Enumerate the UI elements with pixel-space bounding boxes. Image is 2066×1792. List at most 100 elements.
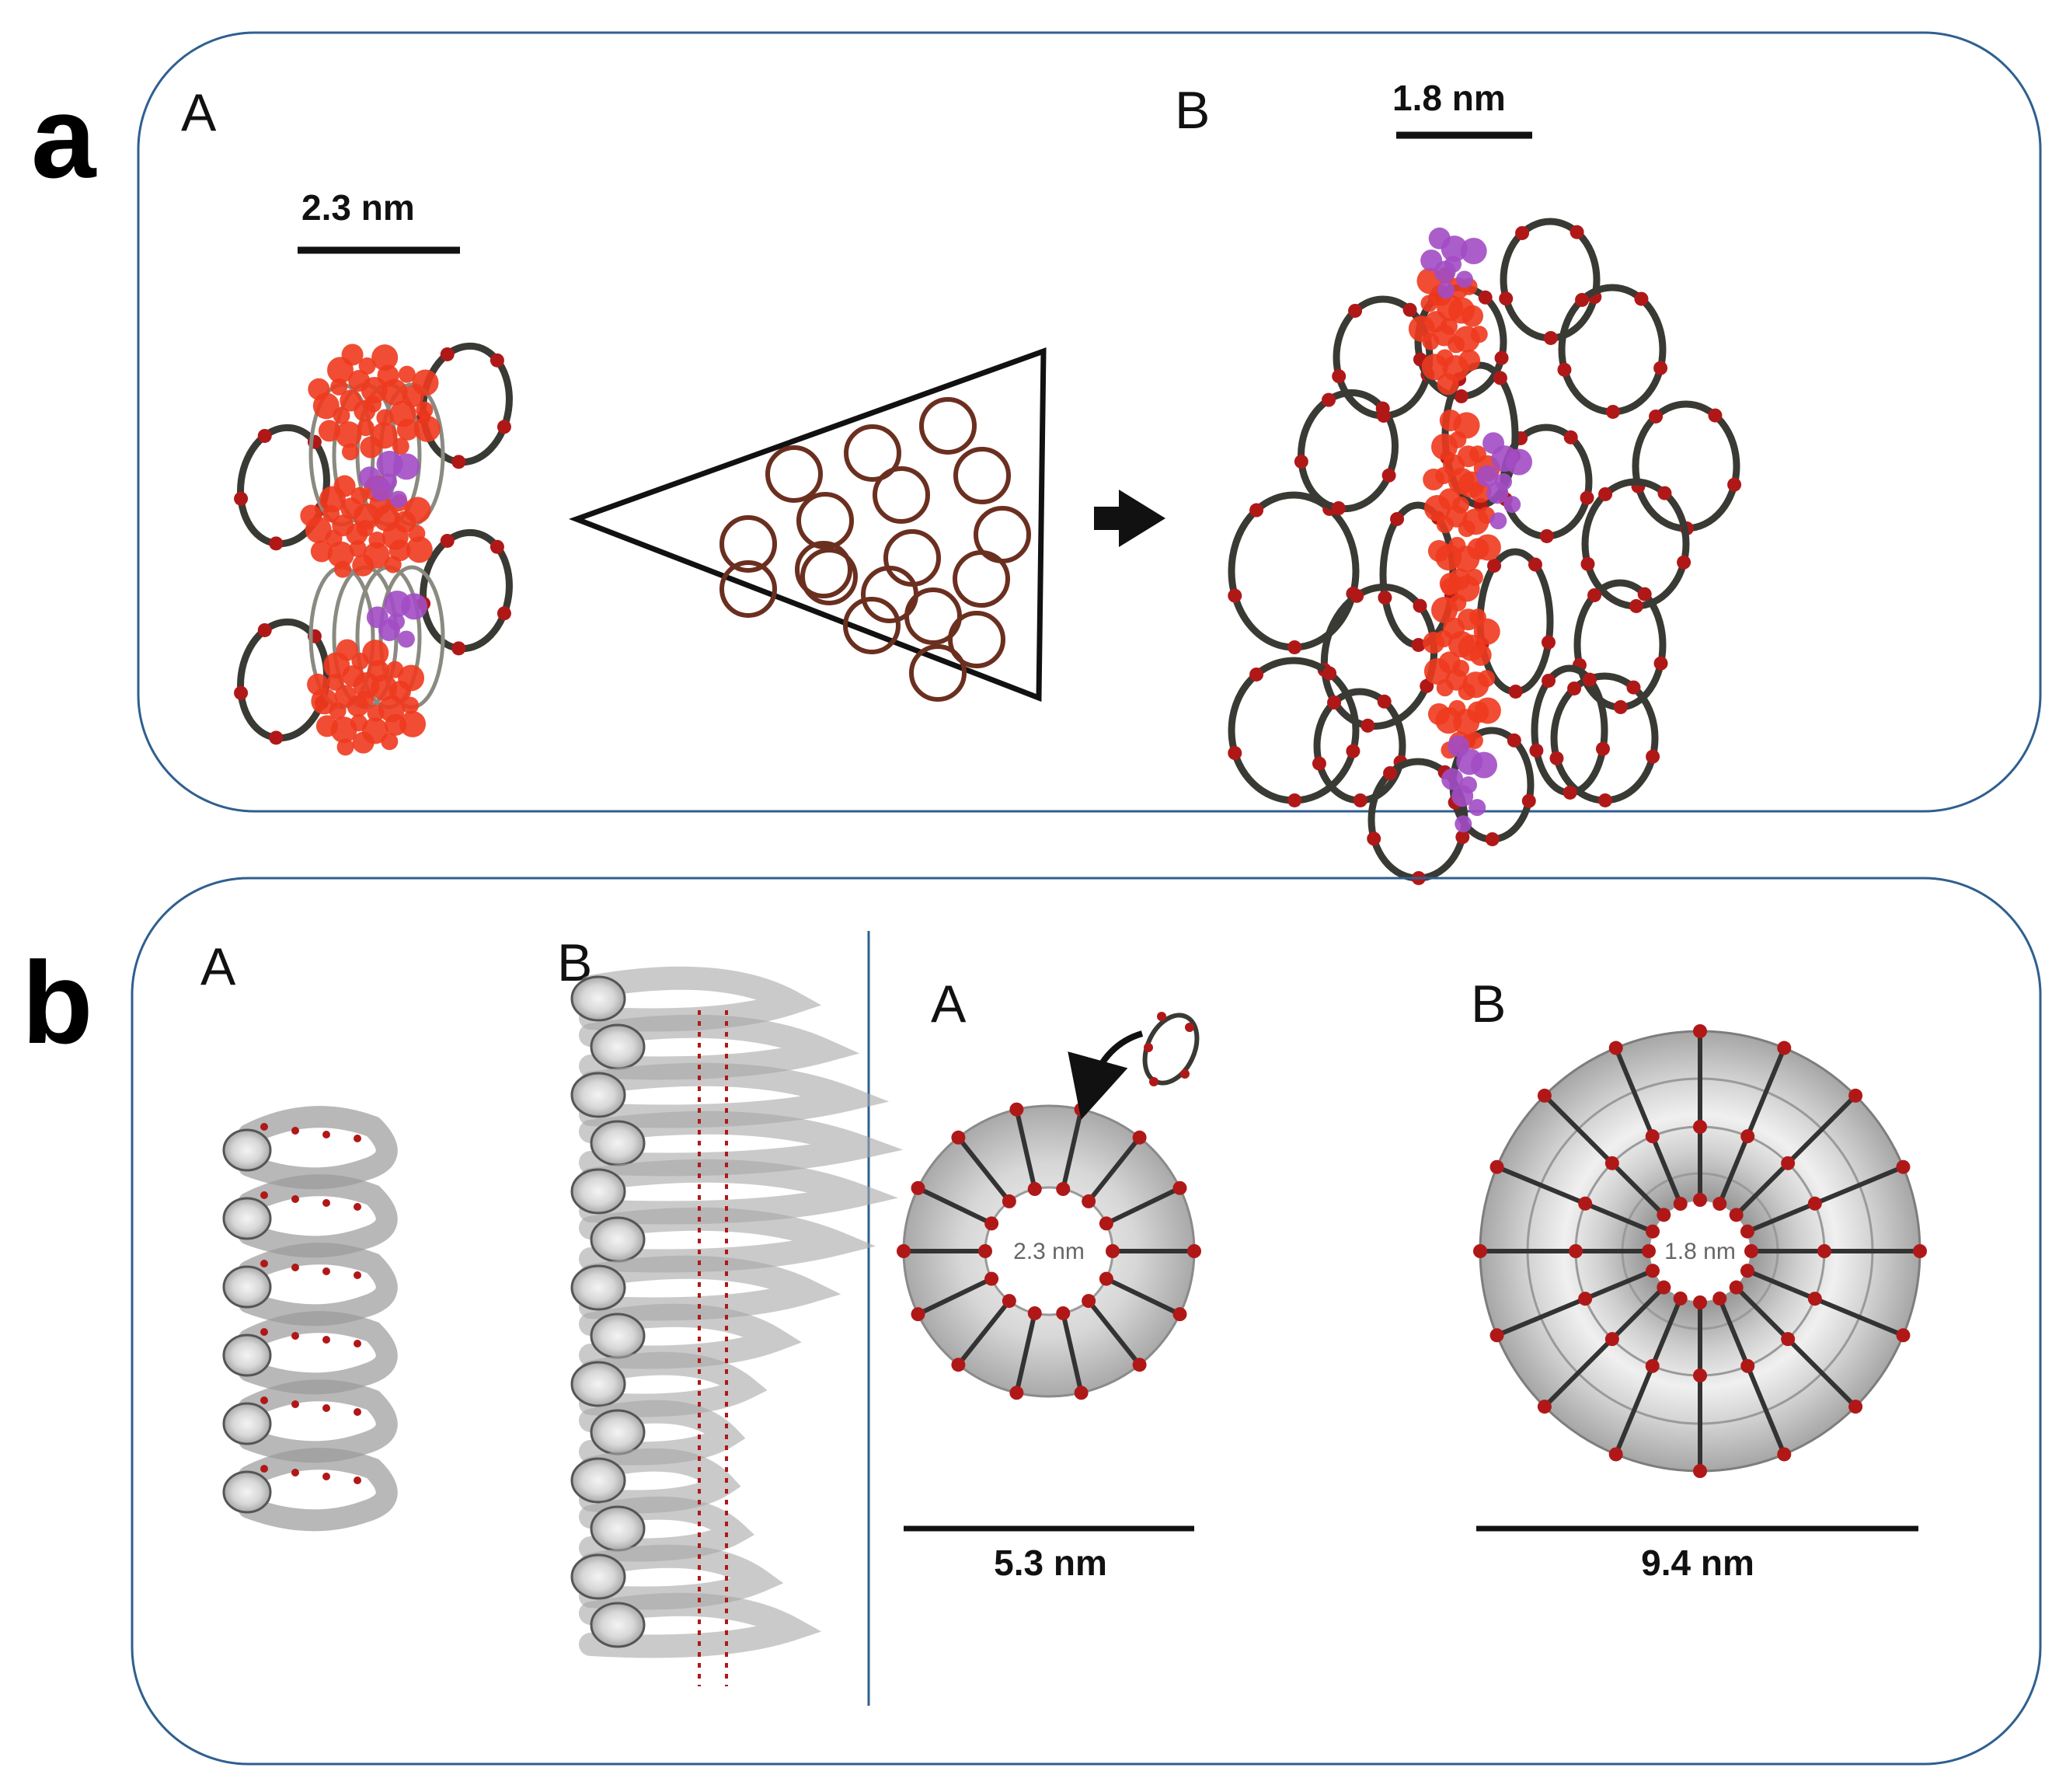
ring-bead — [1390, 511, 1405, 526]
helix-bead — [291, 1195, 299, 1203]
spoke-bead — [1172, 1180, 1187, 1195]
peptide-sidechain — [392, 438, 409, 455]
spoke-bead — [1646, 1264, 1660, 1278]
torus-b-scale-label: 9.4 nm — [1641, 1543, 1754, 1583]
peptide-sidechain — [352, 731, 375, 754]
peptide-sidechain — [1428, 227, 1451, 249]
spoke-bead — [1132, 1358, 1147, 1372]
peptide-sidechain — [1448, 735, 1470, 758]
ring-bead — [1637, 587, 1652, 601]
ring-bead — [451, 455, 466, 469]
ring-bead — [257, 622, 272, 637]
ring-bead — [269, 730, 284, 745]
ring-bead — [451, 641, 466, 656]
helix-bead — [260, 1123, 268, 1131]
spoke — [1105, 1276, 1181, 1316]
panel-a-left-label: A — [181, 83, 217, 142]
ring-bead — [1521, 793, 1536, 808]
peptide-sidechain — [1482, 432, 1505, 455]
spoke — [1061, 1109, 1084, 1190]
peptide-sidechain — [1470, 326, 1488, 343]
spoke-bead — [951, 1130, 966, 1145]
peptide-sidechain — [335, 421, 362, 448]
helix-tube-end — [570, 1168, 626, 1215]
packed-ring — [800, 548, 858, 605]
ring-bead — [1454, 389, 1468, 403]
spoke-bead — [1187, 1244, 1201, 1258]
peptide-sidechain — [348, 370, 371, 392]
peptide-sidechain — [310, 540, 333, 563]
ring-bead — [1542, 673, 1556, 688]
peptide-sidechain — [1420, 295, 1438, 312]
ring-bead — [1598, 486, 1613, 501]
peptide-sidechain — [1478, 670, 1496, 688]
helix-tube-end — [570, 975, 626, 1022]
peptide-sidechain — [1458, 349, 1481, 371]
spoke — [917, 1186, 993, 1226]
spoke-bead — [1646, 1224, 1660, 1239]
helix-tube-end — [590, 1120, 646, 1166]
peptide-sidechain — [1468, 799, 1486, 817]
peptide-sidechain — [1427, 703, 1450, 725]
helix-bead — [322, 1404, 330, 1412]
peptide-sidechain — [1437, 281, 1455, 299]
peptide-sidechain — [416, 401, 434, 419]
helix-tube-end — [590, 1602, 646, 1648]
torus-b-label: B — [1471, 974, 1506, 1034]
ring-bead — [496, 606, 511, 621]
peptide-sidechain — [1465, 731, 1483, 749]
helix-tube-end — [590, 1313, 646, 1359]
helix-bead — [260, 1260, 268, 1267]
ring-bead — [1494, 350, 1509, 365]
spoke-bead — [1913, 1244, 1927, 1258]
spoke-bead — [1569, 1244, 1583, 1258]
ring-bead — [1350, 588, 1364, 603]
peptide-sidechain — [358, 357, 376, 375]
helix-bead — [322, 1473, 330, 1480]
ring-bead — [1634, 291, 1649, 306]
right-arrow-icon — [1094, 490, 1165, 547]
peptide-sidechain — [1423, 469, 1445, 491]
spoke-bead — [1657, 1208, 1671, 1222]
torus-b-inner-label: 1.8 nm — [1664, 1239, 1736, 1264]
helix-bead — [322, 1199, 330, 1207]
spoke-bead — [1645, 1129, 1660, 1144]
spoke-bead — [951, 1358, 966, 1372]
peptide-sidechain — [341, 343, 364, 366]
ring-bead — [234, 491, 249, 506]
spoke — [1014, 1109, 1037, 1190]
peptide-sidechain — [397, 630, 415, 648]
spoke-bead — [1848, 1400, 1863, 1414]
spoke-bead — [1729, 1208, 1744, 1222]
triangle-ring-packing — [568, 347, 1047, 703]
torus-a-scale-label: 5.3 nm — [994, 1543, 1107, 1583]
peptide-sidechain — [1439, 573, 1462, 595]
spoke-bead — [1578, 1196, 1593, 1211]
helix-tube-end — [590, 1409, 646, 1456]
spoke-bead — [984, 1271, 999, 1286]
helix-bead — [291, 1264, 299, 1271]
spoke-bead — [1729, 1280, 1744, 1295]
ring-bead — [1508, 684, 1523, 699]
peptide-sidechain — [333, 560, 351, 578]
ring-bead — [1582, 672, 1597, 687]
spoke-bead — [1781, 1332, 1796, 1347]
helix-bead — [260, 1465, 268, 1473]
peptide-sidechain — [1474, 534, 1501, 561]
ring-bead — [1348, 303, 1363, 318]
peptide-sidechain — [336, 639, 358, 661]
packed-ring — [796, 492, 854, 549]
spoke — [1734, 1285, 1858, 1409]
helix-tube-end — [570, 1553, 626, 1600]
torus-a-label: A — [931, 974, 967, 1034]
spoke — [1061, 1313, 1084, 1393]
spoke-bead — [1807, 1196, 1822, 1211]
peptide-sidechain — [362, 640, 389, 667]
spoke-bead — [1009, 1386, 1024, 1400]
helix-tube-end — [570, 1361, 626, 1407]
peptide-sidechain — [1455, 270, 1473, 288]
ring-bead — [269, 536, 284, 551]
spoke-bead — [1673, 1291, 1688, 1306]
spoke-bead — [1693, 1193, 1707, 1207]
peptide-sidechain — [341, 443, 359, 461]
